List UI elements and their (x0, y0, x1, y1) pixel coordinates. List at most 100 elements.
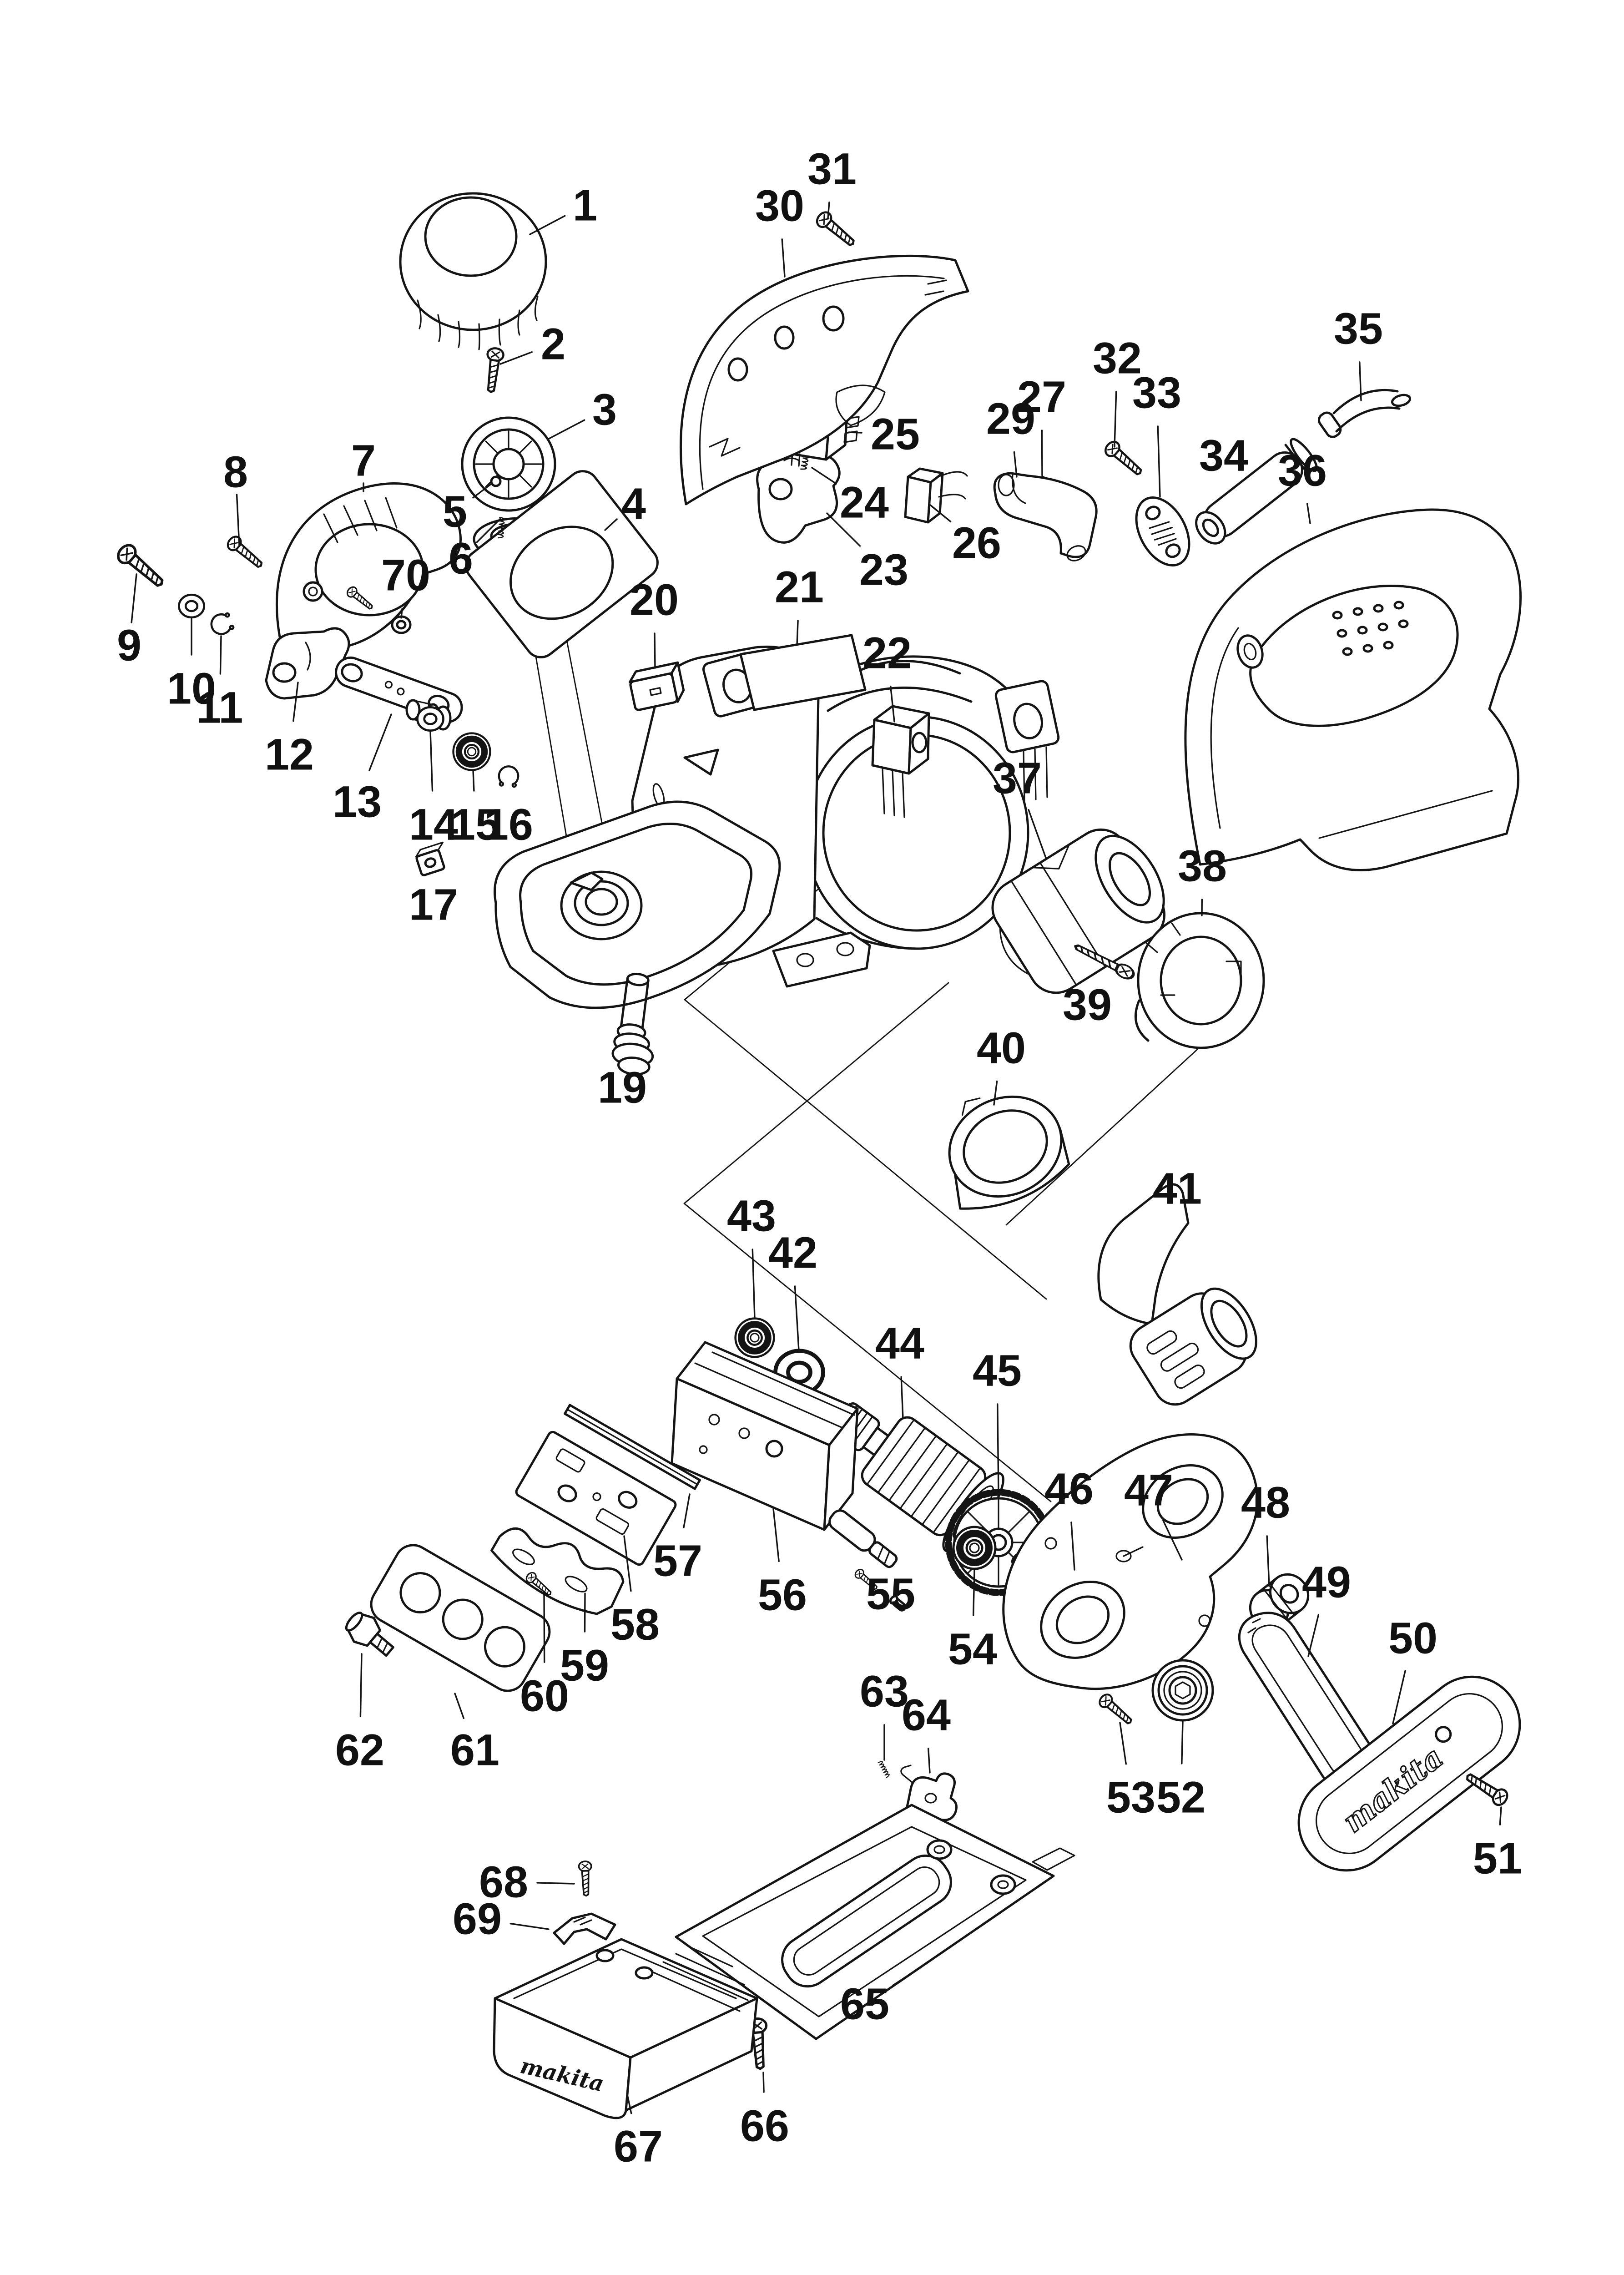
part-32-screw (1103, 439, 1145, 479)
leader-line-68 (536, 1882, 575, 1885)
part-59-clamp-plate (490, 1527, 625, 1615)
part-57-blade (564, 1404, 701, 1490)
leader-line-46 (1070, 1522, 1075, 1571)
leader-line-69 (509, 1923, 550, 1930)
part-label-3: 3 (592, 385, 617, 435)
leader-line-6 (476, 518, 501, 543)
leader-line-22 (890, 685, 895, 723)
leader-line-54 (972, 1570, 975, 1616)
part-15-bearing (454, 733, 490, 770)
part-label-37: 37 (993, 753, 1042, 803)
leader-line-43 (751, 1249, 756, 1320)
part-13-arm (335, 657, 463, 731)
part-label-51: 51 (1473, 1834, 1522, 1883)
part-36-rear-handle (1184, 508, 1522, 871)
part-33-cord-clamp (1135, 496, 1190, 566)
part-55-screw (852, 1567, 907, 1612)
part-50-belt-cover: makita (1297, 1675, 1521, 1872)
part-9-screw (115, 542, 168, 592)
part-label-49: 49 (1302, 1557, 1351, 1607)
part-label-41: 41 (1153, 1164, 1202, 1213)
part-label-17: 17 (409, 880, 458, 930)
part-62-hex-bolt (345, 1612, 394, 1657)
part-label-7: 7 (351, 436, 376, 485)
part-label-32: 32 (1093, 334, 1142, 383)
leader-line-50 (1392, 1670, 1406, 1724)
leader-line-15 (472, 769, 475, 792)
part-label-44: 44 (875, 1319, 924, 1368)
part-label-59: 59 (560, 1641, 609, 1690)
part-label-21: 21 (775, 562, 824, 612)
leader-line-42 (794, 1285, 800, 1351)
part-1-knob (399, 192, 547, 350)
part-label-62: 62 (335, 1725, 384, 1775)
part-label-33: 33 (1132, 368, 1181, 418)
part-26-capacitor (904, 467, 968, 524)
part-label-34: 34 (1199, 431, 1248, 480)
leader-line-67 (627, 2096, 632, 2114)
part-68-screw (578, 1860, 593, 1897)
part-4-plate (465, 470, 659, 658)
leader-line-48 (1266, 1535, 1270, 1587)
part-label-40: 40 (977, 1023, 1026, 1073)
part-8-screw (225, 534, 266, 571)
leader-line-26 (929, 504, 952, 523)
part-35-cord (1317, 389, 1412, 438)
part-label-16: 16 (484, 800, 533, 849)
part-47-gear-housing (1002, 1433, 1259, 1690)
leader-line-33 (1157, 425, 1161, 498)
part-2-screw (483, 347, 504, 393)
leader-line-35 (1359, 361, 1362, 401)
part-56-drum (671, 1341, 898, 1568)
leader-line-66 (762, 2072, 765, 2093)
part-label-36: 36 (1278, 446, 1327, 495)
part-label-50: 50 (1388, 1613, 1437, 1663)
part-label-58: 58 (610, 1600, 660, 1649)
leader-line-61 (454, 1693, 464, 1719)
leader-line-11 (219, 635, 222, 675)
part-19-duct (611, 973, 654, 1076)
part-label-9: 9 (117, 621, 141, 670)
leader-line-13 (368, 713, 392, 771)
leader-line-3 (547, 419, 585, 440)
part-12-bracket (265, 627, 350, 700)
part-10-washer (179, 595, 204, 617)
part-label-47: 47 (1124, 1466, 1173, 1515)
leader-line-37 (1028, 809, 1047, 860)
leader-line-56 (772, 1508, 780, 1562)
leader-line-21 (796, 620, 799, 646)
part-label-20: 20 (630, 575, 679, 625)
part-label-54: 54 (948, 1624, 997, 1674)
part-label-48: 48 (1241, 1478, 1290, 1527)
part-label-6: 6 (449, 534, 473, 583)
leader-line-25 (848, 431, 862, 434)
leader-line-62 (359, 1653, 363, 1717)
leader-line-14 (429, 730, 434, 792)
part-label-42: 42 (768, 1228, 817, 1278)
part-58-holder-plate (515, 1431, 677, 1566)
leader-line-8 (236, 494, 240, 547)
part-69-leaf-spring (553, 1912, 616, 1945)
part-21-nameplate (739, 634, 867, 711)
part-label-15: 15 (451, 800, 500, 849)
part-label-27: 27 (1017, 372, 1066, 422)
part-label-57: 57 (653, 1536, 702, 1586)
main-housing (494, 645, 1060, 1009)
part-label-66: 66 (740, 2101, 789, 2151)
part-16-retaining-ring (498, 766, 519, 787)
leader-line-36 (1306, 503, 1311, 524)
part-label-13: 13 (333, 777, 382, 827)
part-label-10: 10 (167, 664, 216, 713)
part-label-4: 4 (621, 479, 646, 529)
part-label-2: 2 (541, 319, 565, 369)
leader-line-52 (1181, 1721, 1184, 1764)
part-31-screw (814, 209, 858, 250)
diagram-artwork: makita (115, 192, 1522, 2119)
part-label-22: 22 (862, 628, 912, 678)
part-label-53: 53 (1106, 1773, 1155, 1822)
leader-line-31 (827, 202, 830, 219)
leader-line-53 (1119, 1722, 1127, 1765)
